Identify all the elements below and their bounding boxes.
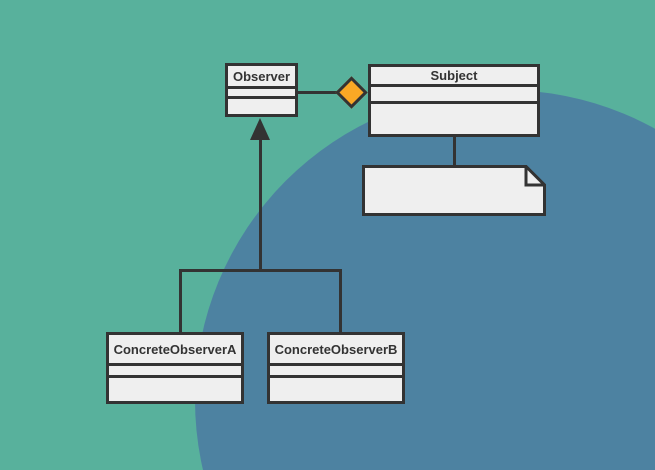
aggregation-connector: [296, 91, 338, 94]
class-methods-compartment: [228, 96, 295, 114]
class-attributes-compartment: [228, 86, 295, 96]
uml-class-observer: Observer: [225, 63, 298, 117]
class-title: Subject: [430, 68, 478, 83]
class-attributes-compartment: [109, 363, 241, 375]
uml-class-concrete-observer-a: ConcreteObserverA: [106, 332, 244, 404]
note-anchor-connector: [453, 135, 456, 165]
uml-note: [362, 165, 546, 216]
class-title: ConcreteObserverA: [113, 341, 237, 357]
class-title: Observer: [232, 68, 291, 84]
class-attributes-compartment: [270, 363, 402, 375]
generalization-connector-vertical: [259, 138, 262, 272]
generalization-connector-horizontal: [179, 269, 342, 272]
class-attributes-compartment: [371, 84, 537, 101]
generalization-arrowhead-icon: [250, 118, 270, 140]
class-methods-compartment: [109, 375, 241, 401]
note-fold-icon: [524, 165, 546, 187]
generalization-connector-branch-b: [339, 269, 342, 332]
class-title: ConcreteObserverB: [274, 341, 398, 357]
generalization-connector-branch-a: [179, 269, 182, 332]
uml-class-subject: Subject: [368, 64, 540, 137]
uml-class-concrete-observer-b: ConcreteObserverB: [267, 332, 405, 404]
note-shape: [362, 165, 546, 216]
background-circle: [195, 90, 655, 470]
class-methods-compartment: [270, 375, 402, 401]
aggregation-diamond-icon: [335, 76, 368, 109]
class-methods-compartment: [371, 101, 537, 134]
